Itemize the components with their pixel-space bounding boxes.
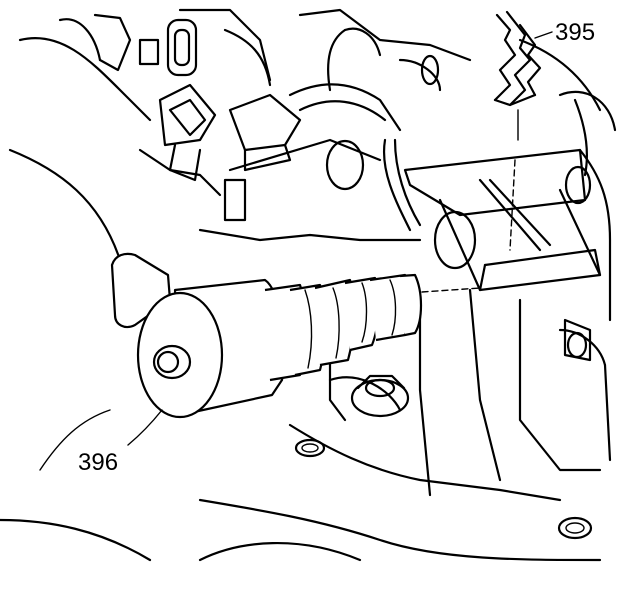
solenoid-retaining-clip <box>493 10 542 251</box>
wiring-harness-connectors <box>138 18 442 232</box>
solenoid-leader-line <box>127 409 163 446</box>
valve-body-bracket <box>403 98 602 362</box>
callout-leaders <box>127 31 553 446</box>
clip-callout-label: 395 <box>555 19 595 46</box>
bolt-heads <box>294 374 593 540</box>
solenoid-callout-label: 396 <box>78 449 118 476</box>
clip-leader-line <box>534 31 553 39</box>
pressure-control-solenoid <box>110 252 481 419</box>
